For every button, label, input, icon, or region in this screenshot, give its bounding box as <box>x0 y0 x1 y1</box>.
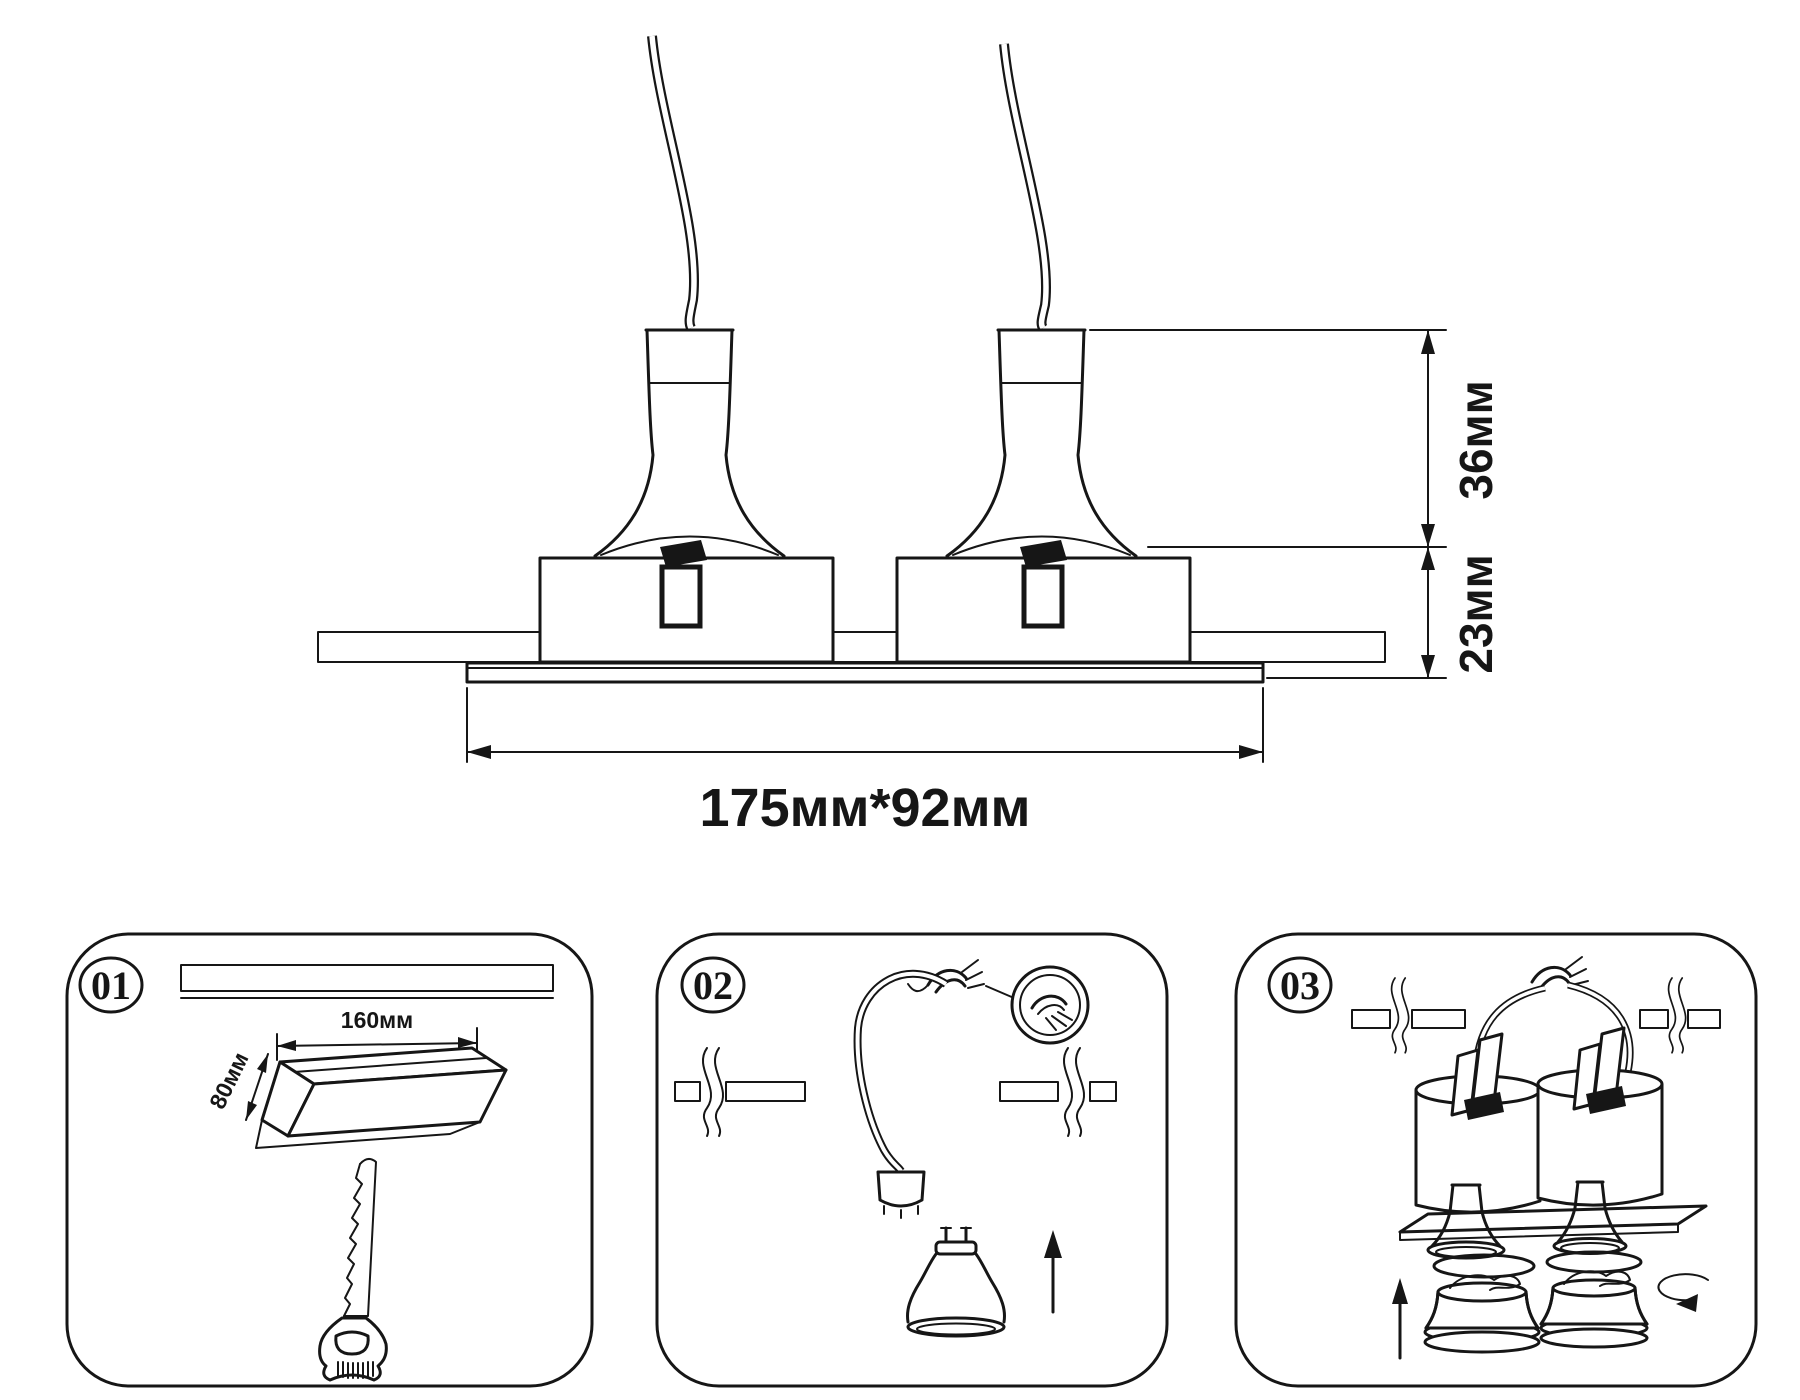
step-3-number: 03 <box>1280 963 1320 1008</box>
up-arrow-icon <box>1392 1278 1408 1360</box>
ceiling-band <box>180 964 554 992</box>
spring-wire-icon <box>1449 1274 1521 1291</box>
fixture-can-left <box>1414 1032 1542 1214</box>
drop-cable <box>853 969 949 1174</box>
cut-width-label: 160мм <box>341 1007 413 1033</box>
lamp-right <box>945 328 1138 558</box>
step-3-badge: 03 <box>1267 956 1333 1014</box>
main-cross-section: 36мм 23мм 175мм*92мм <box>317 35 1502 838</box>
step-panel-1: 01 160мм 80мм <box>65 932 594 1388</box>
dim-height-above-label: 36мм <box>1450 380 1502 499</box>
up-arrow-icon <box>1044 1230 1062 1314</box>
trim-ring-left <box>1423 1274 1541 1354</box>
trim-plate <box>465 661 1265 684</box>
magnifier-icon <box>985 965 1090 1045</box>
fixture-housing-right <box>895 540 1192 664</box>
step-2-number: 02 <box>693 963 733 1008</box>
mounting-plate <box>1398 1204 1708 1241</box>
rotate-arrow-icon <box>1657 1273 1709 1312</box>
saw-icon <box>318 1158 388 1382</box>
fixture-housing-left <box>538 540 835 664</box>
step-1-number: 01 <box>91 963 131 1008</box>
trim-ring-right <box>1539 1270 1649 1349</box>
ceiling-with-hole <box>1351 977 1721 1054</box>
ceiling-with-hole <box>674 1047 1117 1137</box>
dim-height-below-label: 23мм <box>1450 554 1502 673</box>
lamp-socket <box>876 1170 926 1219</box>
step-panel-2: 02 <box>655 932 1169 1388</box>
step-1-badge: 01 <box>78 956 144 1014</box>
height-dimension: 36мм 23мм <box>1089 329 1502 679</box>
spring-clip-icon <box>1020 540 1067 567</box>
louver-mesh <box>1432 1253 1536 1279</box>
gu10-bulb <box>906 1226 1006 1338</box>
dim-cutout-size-label: 175мм*92мм <box>700 778 1031 838</box>
lamp-left <box>593 328 786 558</box>
step-2-badge: 02 <box>680 956 746 1014</box>
supply-cable-right <box>999 43 1051 331</box>
wire-connector <box>907 959 985 994</box>
spring-clip-icon <box>660 540 707 567</box>
width-dimension: 175мм*92мм <box>466 687 1264 838</box>
cutout-width-dimension: 160мм <box>276 1007 478 1061</box>
fixture-can-right <box>1536 1026 1664 1207</box>
ceiling-section <box>317 631 1386 663</box>
spring-wire-icon <box>1563 1270 1631 1287</box>
supply-cable-left <box>647 35 699 331</box>
cutout-piece <box>255 1046 508 1149</box>
step-panel-3: 03 <box>1234 932 1758 1388</box>
